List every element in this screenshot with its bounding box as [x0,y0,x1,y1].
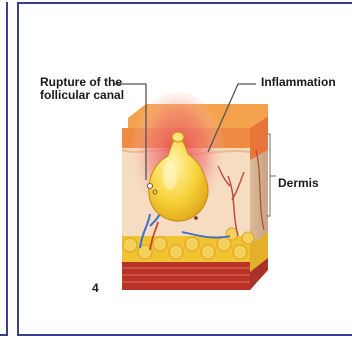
inflammation-label: Inflammation [261,76,336,89]
rupture-label: Rupture of the follicular canal [40,76,130,102]
block-side-face [250,116,268,290]
dermis-label: Dermis [278,177,319,190]
figure-number: 4 [92,282,99,295]
muscle-layer [122,262,250,290]
